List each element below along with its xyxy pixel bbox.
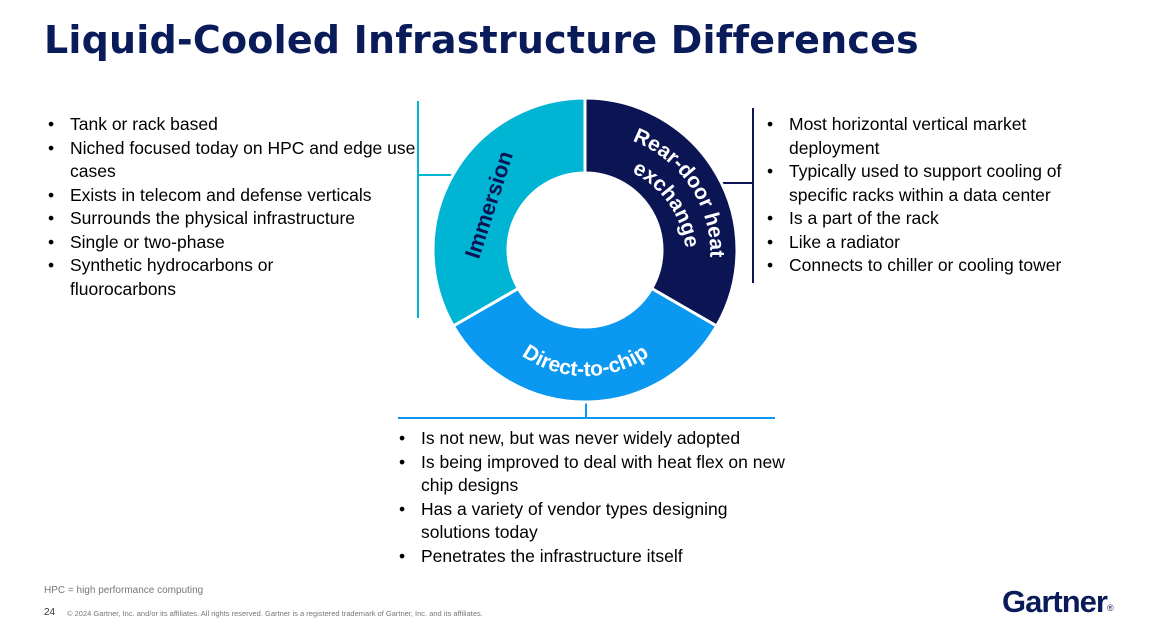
footnote: HPC = high performance computing	[44, 585, 204, 596]
direct-to-chip-segment	[451, 286, 719, 404]
rear-door-bullet: Typically used to support cooling of spe…	[763, 160, 1124, 207]
immersion-bullet: Niched focused today on HPC and edge use…	[44, 137, 419, 184]
rear-door-bullet-list: Most horizontal vertical market deployme…	[763, 113, 1123, 278]
direct-to-chip-bullet: Is not new, but was never widely adopted	[395, 427, 795, 451]
direct-to-chip-bullet: Has a variety of vendor types designing …	[395, 498, 791, 545]
immersion-bullet: Tank or rack based	[44, 113, 419, 137]
rear-door-bullet: Connects to chiller or cooling tower	[763, 254, 1123, 278]
rear-door-segment	[583, 96, 739, 329]
immersion-segment	[431, 96, 587, 329]
page-number: 24	[44, 607, 56, 618]
rear-door-bullet: Is a part of the rack	[763, 207, 1123, 231]
direct-to-chip-bullet: Is being improved to deal with heat flex…	[395, 451, 791, 498]
copyright-notice: © 2024 Gartner, Inc. and/or its affiliat…	[67, 609, 483, 618]
immersion-bracket	[417, 101, 455, 318]
rear-door-bracket	[720, 108, 754, 283]
immersion-bullet-list: Tank or rack based Niched focused today …	[44, 113, 419, 301]
immersion-bullet: Exists in telecom and defense verticals	[44, 184, 419, 208]
direct-to-chip-bullet: Penetrates the infrastructure itself	[395, 545, 795, 569]
registered-mark: ®	[1106, 603, 1114, 613]
gartner-logo: Gartner®	[1002, 584, 1114, 620]
rear-door-bullet: Most horizontal vertical market deployme…	[763, 113, 1079, 160]
immersion-bullet: Surrounds the physical infrastructure	[44, 207, 419, 231]
immersion-bullet: Single or two-phase	[44, 231, 419, 255]
direct-to-chip-bracket	[398, 403, 775, 419]
logo-text: Gartner	[1002, 584, 1108, 619]
slide-title: Liquid-Cooled Infrastructure Differences	[44, 18, 919, 62]
immersion-bullet: Synthetic hydrocarbons or fluorocarbons	[44, 254, 300, 301]
rear-door-bullet: Like a radiator	[763, 231, 1123, 255]
direct-to-chip-bullet-list: Is not new, but was never widely adopted…	[395, 427, 795, 568]
